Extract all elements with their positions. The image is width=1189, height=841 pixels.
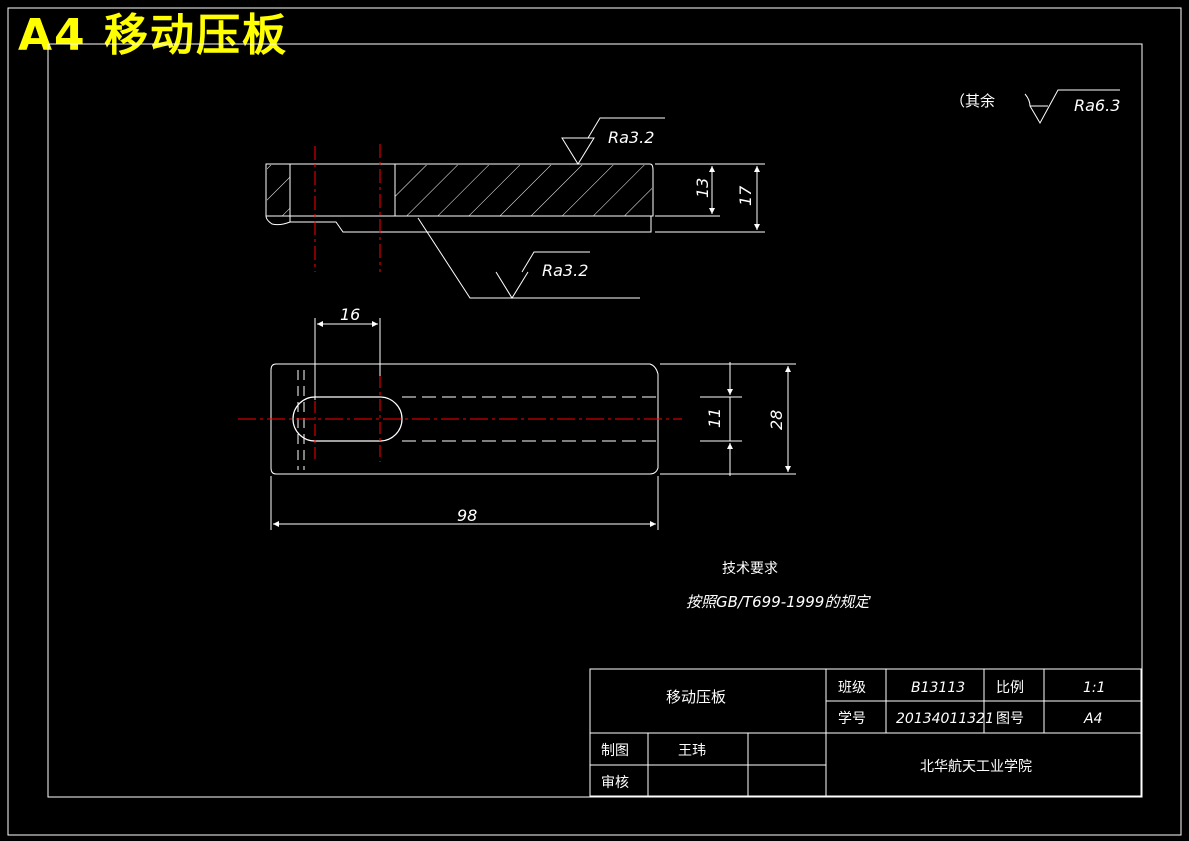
- section-hatch-main: [395, 165, 652, 216]
- tb-drafter-name: 王玮: [678, 743, 706, 759]
- tb-class-label: 班级: [838, 680, 866, 696]
- plan-view: 16 98 11 28: [238, 305, 796, 530]
- surface-roughness-note: （其余 Ra6.3: [950, 89, 1120, 125]
- tb-scale-value: 1:1: [1083, 680, 1106, 696]
- tb-drafter-label: 制图: [601, 743, 629, 759]
- section-view: Ra3.2 Ra3.2 13 17: [265, 117, 765, 299]
- dim-16: 16: [340, 305, 360, 324]
- title-block: [589, 668, 1142, 797]
- tb-reviewer-label: 审核: [601, 775, 629, 791]
- tb-drawing-no-value: A4: [1083, 711, 1102, 727]
- tb-school: 北华航天工业学院: [920, 759, 1032, 775]
- surface-note-prefix: （其余: [950, 92, 995, 110]
- roughness-ra6-3: Ra6.3: [1074, 96, 1120, 115]
- tb-scale-label: 比例: [996, 680, 1024, 696]
- tb-part-name: 移动压板: [666, 688, 726, 706]
- drawing-heading: A4 移动压板: [18, 10, 288, 61]
- outer-sheet-border: [7, 7, 1182, 836]
- tech-req-text: 按照GB/T699-1999的规定: [686, 593, 871, 611]
- dim-98: 98: [457, 506, 477, 525]
- bottom-roughness-label: Ra3.2: [542, 261, 588, 280]
- dim-13: 13: [693, 178, 712, 198]
- dim-11: 11: [705, 408, 724, 428]
- inner-drawing-frame: [47, 43, 1143, 798]
- tb-class-value: B13113: [911, 680, 965, 696]
- section-hatch-left: [267, 165, 290, 216]
- tb-drawing-no-label: 图号: [996, 711, 1024, 727]
- dim-28: 28: [767, 410, 786, 430]
- top-roughness-label: Ra3.2: [608, 128, 654, 147]
- tb-student-id-value: 20134011321: [896, 711, 994, 727]
- tech-req-title: 技术要求: [722, 561, 778, 577]
- tb-student-id-label: 学号: [838, 711, 866, 727]
- dim-17: 17: [736, 185, 755, 206]
